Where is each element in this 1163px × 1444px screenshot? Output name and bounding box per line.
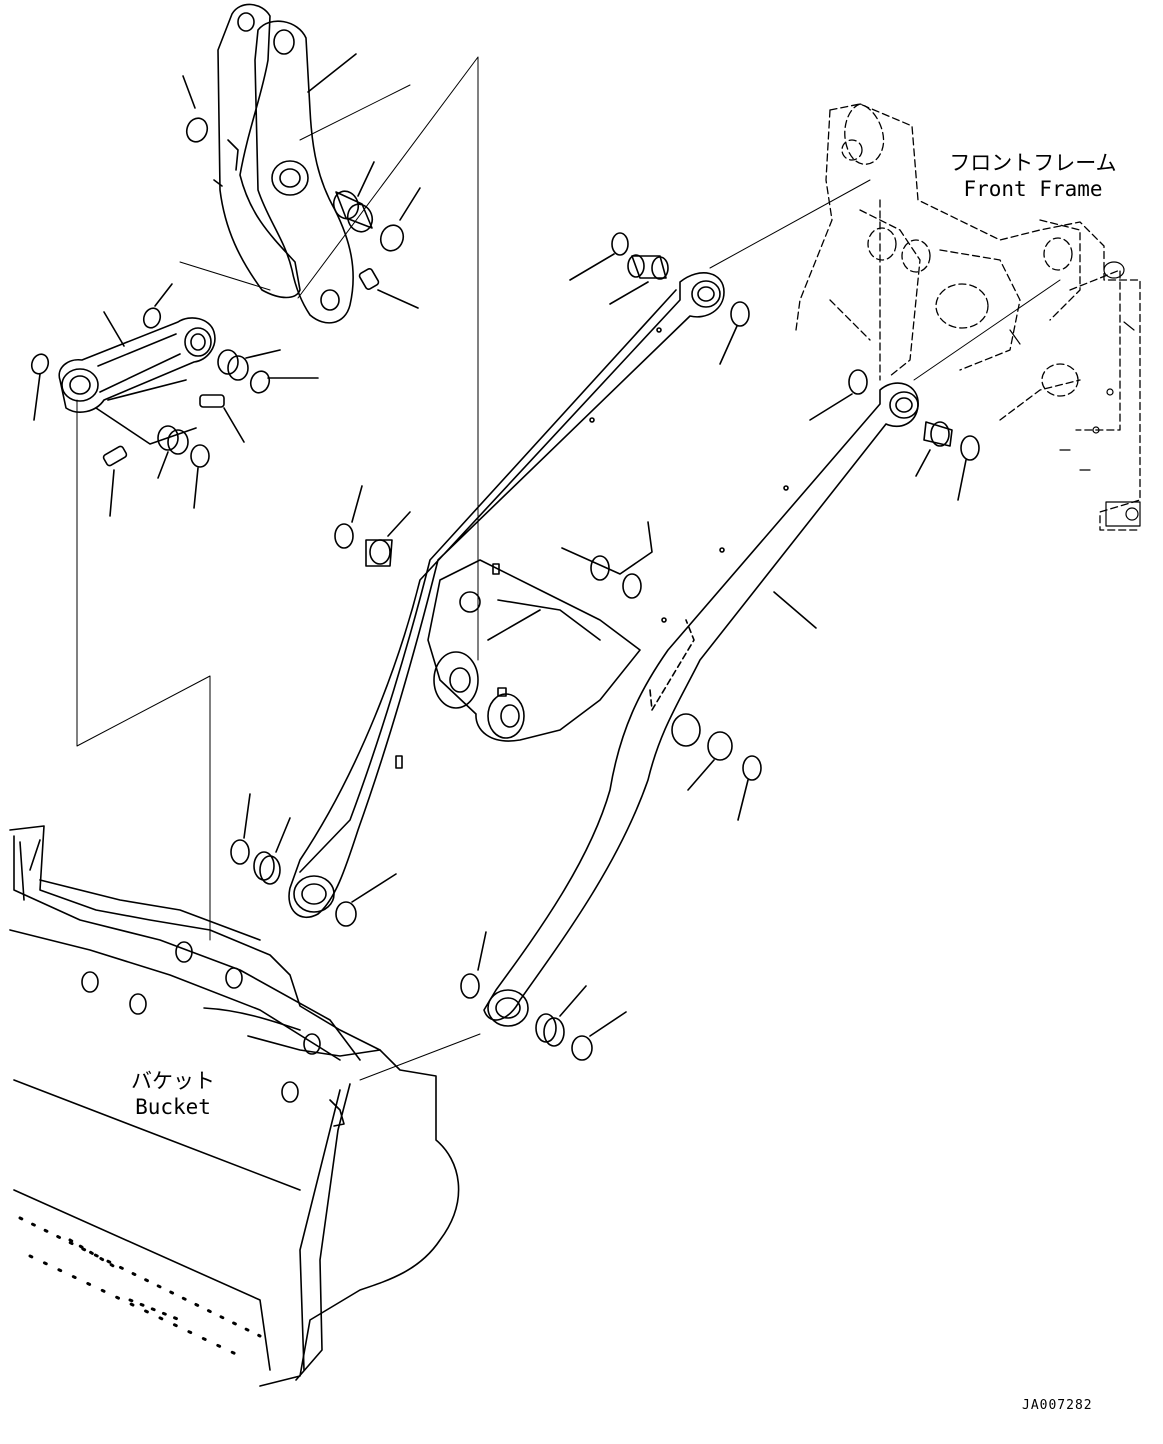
bucket-label-jp: バケット <box>131 1069 215 1093</box>
front-frame-label-en: Front Frame <box>963 177 1103 201</box>
guide-lines <box>76 56 479 941</box>
bucket-label: バケット Bucket <box>118 1068 228 1120</box>
cross-tube <box>427 559 641 742</box>
front-frame <box>795 103 1141 531</box>
arm-pins-and-rings <box>230 232 980 1061</box>
bucket-label-en: Bucket <box>135 1095 211 1119</box>
front-frame-label-jp: フロントフレーム <box>949 151 1117 175</box>
bell-crank-hardware <box>182 53 421 309</box>
front-frame-details <box>1009 261 1141 527</box>
drawing-id: JA007282 <box>1022 1398 1093 1413</box>
lift-arm-upper <box>288 179 871 919</box>
front-frame-label: フロントフレーム Front Frame <box>948 150 1118 202</box>
bucket-link <box>30 283 216 421</box>
link-hardware <box>95 349 319 517</box>
bucket-outline <box>9 825 481 1387</box>
bell-crank <box>213 3 380 324</box>
lift-arm-lower <box>483 279 1061 1027</box>
